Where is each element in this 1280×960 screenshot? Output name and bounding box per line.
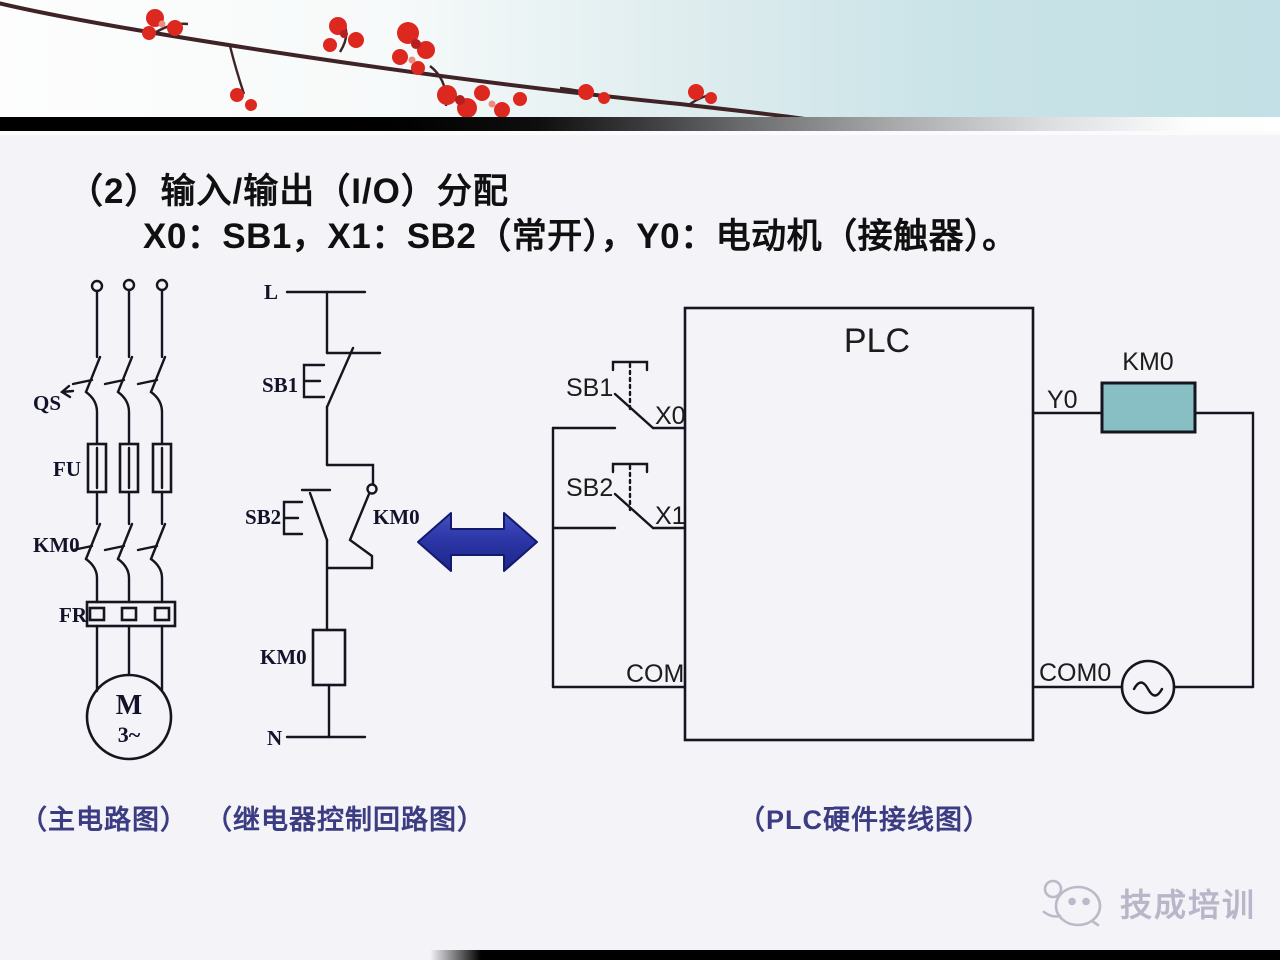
plc-sb1-label: SB1 <box>566 374 613 402</box>
qs-label: QS <box>33 391 61 415</box>
brand-logo: 技成培训 <box>1036 872 1256 934</box>
plc-wiring-diagram: PLC SB1 X0 SB2 X1 COM Y0 KM0 <box>551 306 1255 742</box>
km0-output-label: KM0 <box>1122 348 1173 376</box>
relay-circuit-diagram: L SB1 KM0 SB2 KM0 N <box>245 280 420 750</box>
plc-label: PLC <box>844 322 910 360</box>
km0-aux-contact-symbol <box>325 463 378 570</box>
fu-label: FU <box>53 457 81 481</box>
fu-fuse-symbol <box>86 442 173 494</box>
km0-contact-symbol <box>71 522 167 604</box>
sb1-label: SB1 <box>262 373 298 397</box>
caption-relay-circuit: （继电器控制回路图） <box>205 805 485 835</box>
km0-coil-symbol <box>311 628 347 687</box>
bottom-bar <box>430 950 1280 960</box>
caption-plc-wiring: （PLC硬件接线图） <box>738 805 991 835</box>
sb2-label: SB2 <box>245 505 281 529</box>
top-banner <box>0 0 1280 117</box>
km0-coil-label: KM0 <box>260 645 307 669</box>
fr-label: FR <box>59 603 88 627</box>
plc-sb1-button-symbol <box>551 360 687 430</box>
km0-output-coil <box>1100 381 1197 434</box>
x1-terminal-label: X1 <box>655 502 686 530</box>
plc-sb2-button-symbol <box>551 462 687 530</box>
title-divider-bar <box>0 117 1280 131</box>
brand-logo-icon <box>1042 879 1102 927</box>
qs-switch-symbol <box>59 355 167 446</box>
caption-main-circuit: （主电路图） <box>20 805 188 835</box>
plc-sb2-label: SB2 <box>566 474 613 502</box>
com0-terminal-label: COM0 <box>1039 659 1111 687</box>
y0-terminal-label: Y0 <box>1047 386 1078 414</box>
motor-circle <box>85 673 173 761</box>
neutral-n-label: N <box>267 726 282 750</box>
plum-blossom-icon <box>0 1 806 117</box>
double-arrow-icon <box>417 512 538 572</box>
motor-phase-label: 3~ <box>118 722 141 747</box>
fr-relay-symbol <box>85 600 177 628</box>
main-circuit-diagram: QS FU KM0 FR M 3~ <box>33 278 177 761</box>
slide-title-line2: X0：SB1，X1：SB2（常开），Y0：电动机（接触器）。 <box>143 217 1018 256</box>
sb1-nc-button-symbol <box>302 346 382 409</box>
brand-logo-text: 技成培训 <box>1120 887 1257 923</box>
slide-title-line1: （2）输入/输出（I/O）分配 <box>68 172 509 211</box>
x0-terminal-label: X0 <box>655 402 686 430</box>
plc-box <box>683 306 1035 742</box>
sb2-no-button-symbol <box>282 488 332 542</box>
km0-main-label: KM0 <box>33 533 80 557</box>
line-l-label: L <box>264 280 278 304</box>
motor-label: M <box>116 690 142 721</box>
km0-aux-label: KM0 <box>373 505 420 529</box>
com-terminal-label: COM <box>626 660 684 688</box>
divider-gap <box>0 131 1280 135</box>
